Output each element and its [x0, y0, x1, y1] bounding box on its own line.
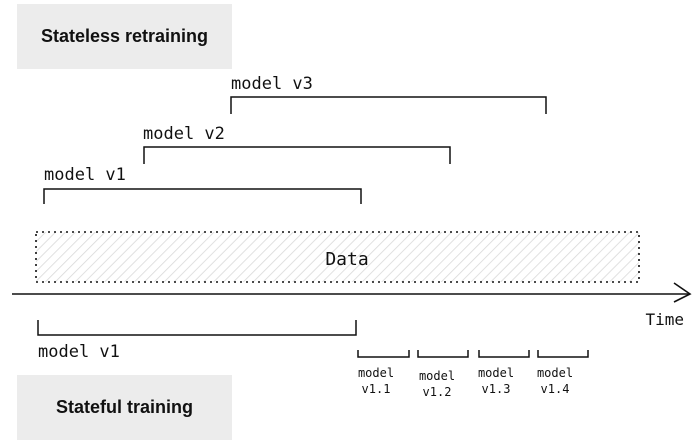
time-axis-arrow [12, 282, 692, 303]
data-label: Data [325, 249, 368, 270]
stateful-update-v1-1: model v1.1 [357, 350, 410, 396]
stateless-retraining-title: Stateless retraining [17, 4, 232, 69]
update-v1-3-line1: model [478, 366, 514, 380]
stateless-model-v3-span [230, 96, 547, 114]
stateless-model-v3-label: model v3 [231, 74, 313, 94]
stateful-update-v1-3: model v1.3 [478, 350, 530, 396]
stateful-training-title: Stateful training [17, 375, 232, 440]
stateless-model-v1-label: model v1 [44, 165, 126, 185]
stateless-model-v2-label: model v2 [143, 124, 225, 144]
time-axis-label: Time [645, 310, 684, 329]
stateful-update-v1-4: model v1.4 [537, 350, 589, 396]
data-region [35, 231, 640, 283]
stateful-model-v1-span [37, 320, 357, 336]
stateful-model-v1-label: model v1 [38, 342, 120, 362]
update-v1-2-line1: model [419, 369, 455, 383]
stateful-update-v1-2: model v1.2 [417, 350, 469, 399]
stateless-retraining-title-text: Stateless retraining [40, 26, 209, 46]
update-v1-2-line2: v1.2 [423, 385, 452, 399]
update-v1-1-line2: v1.1 [362, 382, 391, 396]
update-v1-4-line2: v1.4 [541, 382, 570, 396]
stateless-model-v2-span [143, 146, 451, 164]
update-v1-1-line1: model [358, 366, 394, 380]
update-v1-3-line2: v1.3 [482, 382, 511, 396]
stateful-training-title-text: Stateful training [55, 397, 193, 417]
stateless-model-v1-span [43, 188, 362, 204]
update-v1-4-line1: model [537, 366, 573, 380]
